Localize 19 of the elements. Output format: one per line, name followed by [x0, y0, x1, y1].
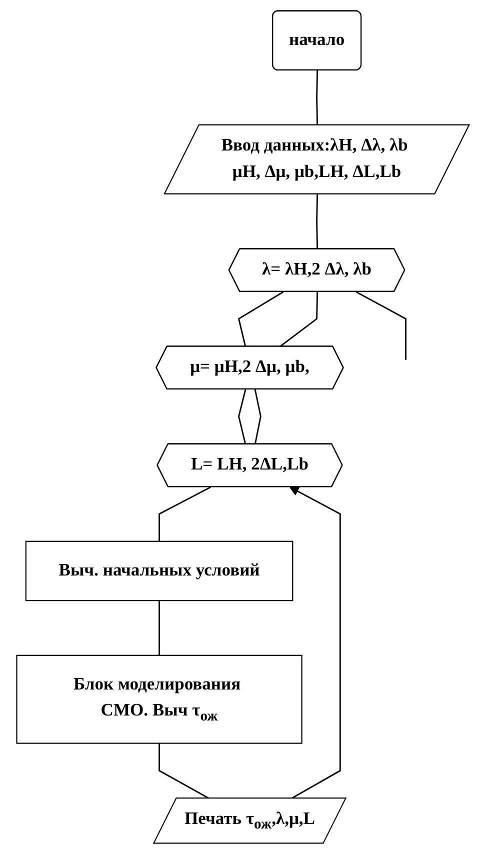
connector-line [158, 486, 210, 542]
connector-line [158, 600, 160, 656]
start-terminal: начало [272, 10, 362, 71]
connector-line [237, 291, 284, 347]
loop-hexagon: L= LH, 2ΔL,Lb [156, 443, 342, 488]
connector-line [254, 389, 261, 444]
connector-line [316, 70, 318, 126]
connector-line [278, 292, 318, 348]
io-parallelogram: Ввод данных:λH, Δλ, λb μH, Δμ, μb,LH, ΔL,Lb [163, 124, 470, 194]
process-box: Блок моделирования СМО. Выч τ$_{ож}$ [16, 654, 302, 744]
process-box: Выч. начальных условий [24, 540, 293, 602]
io-parallelogram: Печать τ$_{ож}$,λ,μ,L [152, 798, 346, 844]
connector-line [316, 194, 318, 250]
arrow [289, 486, 340, 800]
connector-line [356, 291, 406, 360]
loop-hexagon: μ= μH,2 Δμ, μb, [155, 346, 344, 390]
connector-line [238, 389, 246, 445]
loop-hexagon: λ= λH,2 Δλ, λb [228, 248, 405, 292]
connector-line [158, 743, 210, 800]
